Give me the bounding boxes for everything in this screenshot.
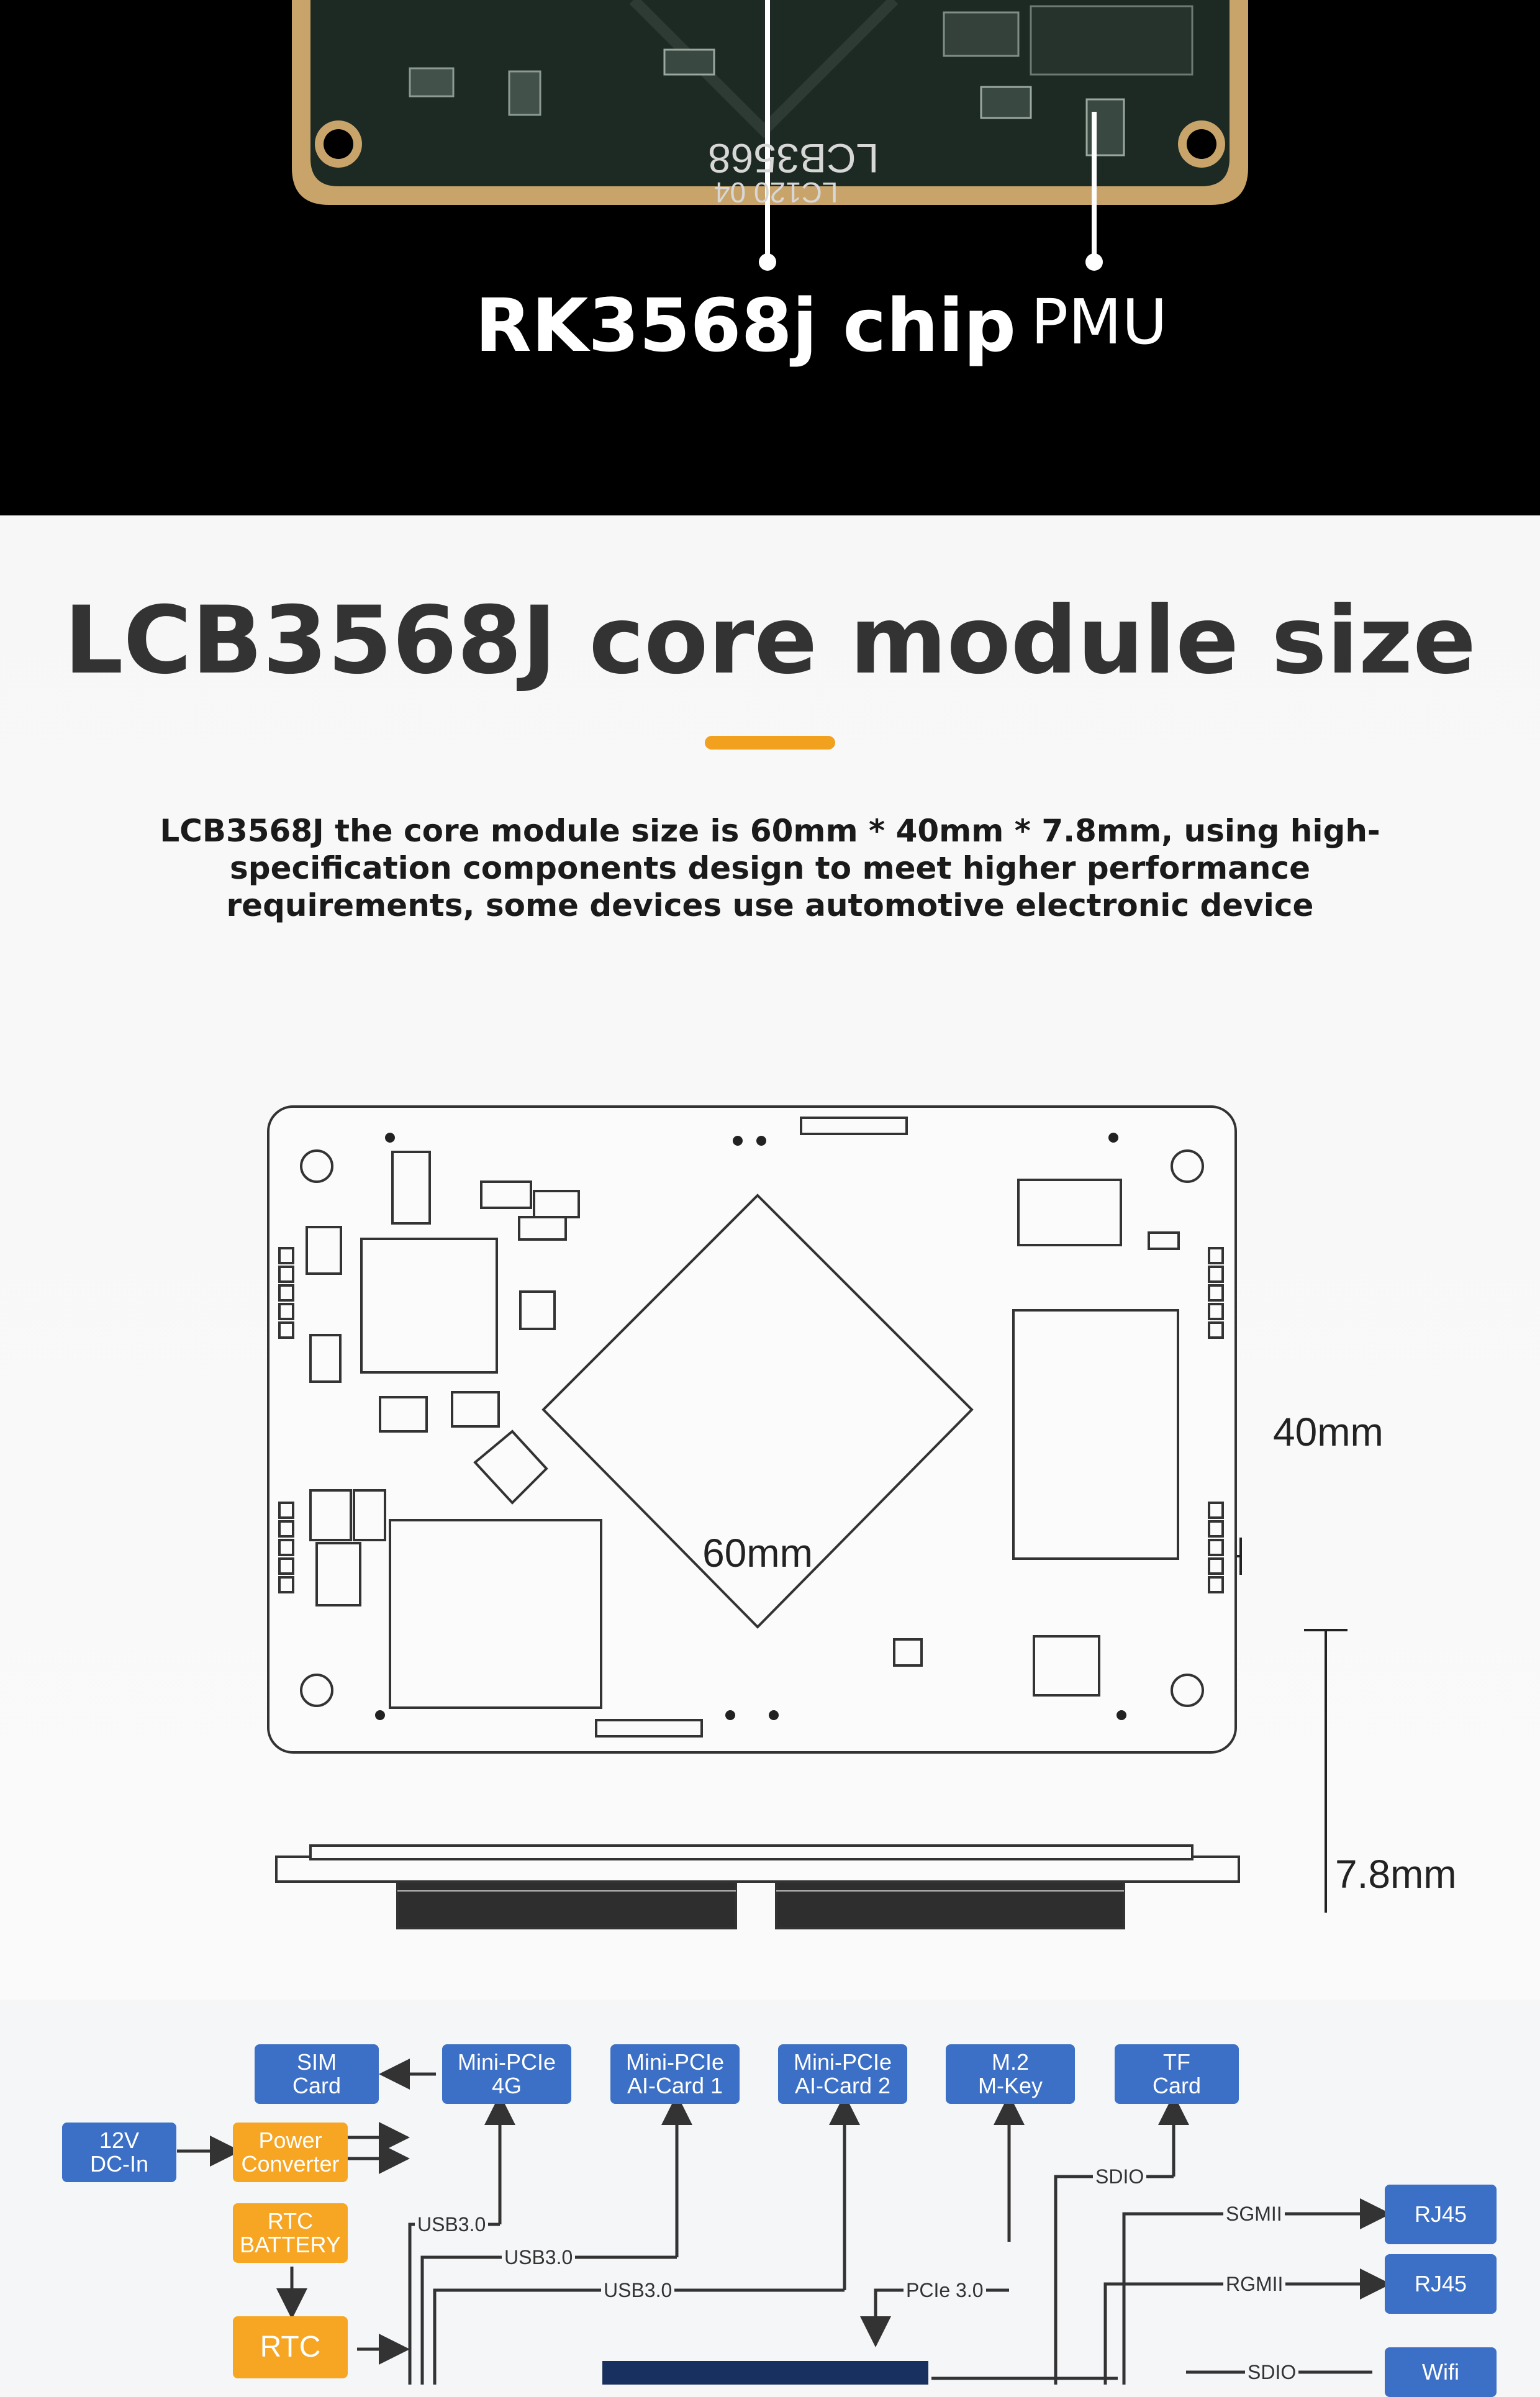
top-view-board bbox=[267, 1105, 1237, 1754]
bus-label-sgmii: SGMII bbox=[1223, 2203, 1285, 2226]
rj45-block-2: RJ45 bbox=[1385, 2254, 1497, 2314]
bus-label-rgmii: RGMII bbox=[1223, 2273, 1286, 2296]
section-title: LCB3568J core module size bbox=[63, 587, 1477, 695]
soc-block bbox=[602, 2361, 928, 2385]
height-dimension-label: 40mm bbox=[1273, 1410, 1384, 1454]
silkscreen-lc120: LC120 04 bbox=[714, 176, 838, 209]
bus-label-usb3-2: USB3.0 bbox=[502, 2246, 576, 2269]
pmu-label: PMU bbox=[1031, 286, 1167, 358]
rk3568j-chip-label: RK3568j chip bbox=[475, 283, 1017, 368]
module-size-section: LCB3568J core module size LCB3568J the c… bbox=[0, 515, 1540, 2000]
board-photo: LCB3568 LC120 04 bbox=[292, 0, 1248, 271]
diagram-connectors bbox=[177, 2059, 1391, 2385]
board-photo-banner: LCB3568 LC120 04 RK3568j chip PMU bbox=[0, 0, 1540, 515]
wifi-block: Wifi bbox=[1385, 2347, 1497, 2397]
section-description: LCB3568J the core module size is 60mm * … bbox=[160, 813, 1380, 923]
bus-label-sdio-tf: SDIO bbox=[1093, 2165, 1147, 2188]
width-dimension-label: 60mm bbox=[702, 1531, 813, 1575]
side-view-board bbox=[275, 1844, 1240, 1929]
rj45-block-1: RJ45 bbox=[1385, 2185, 1497, 2244]
thickness-dimension-label: 7.8mm bbox=[1335, 1852, 1457, 1896]
bus-label-usb3-3: USB3.0 bbox=[601, 2279, 675, 2302]
bus-label-sdio-wifi: SDIO bbox=[1245, 2361, 1299, 2384]
bus-label-usb3-1: USB3.0 bbox=[415, 2213, 489, 2236]
rtc-block: RTC bbox=[233, 2316, 348, 2378]
title-accent-bar bbox=[705, 736, 835, 750]
module-dimension-drawing: 60mm 40mm 7.8mm bbox=[267, 1105, 1457, 1929]
bus-label-pcie3: PCIe 3.0 bbox=[904, 2279, 986, 2302]
silkscreen-lcb3568: LCB3568 bbox=[708, 135, 879, 181]
